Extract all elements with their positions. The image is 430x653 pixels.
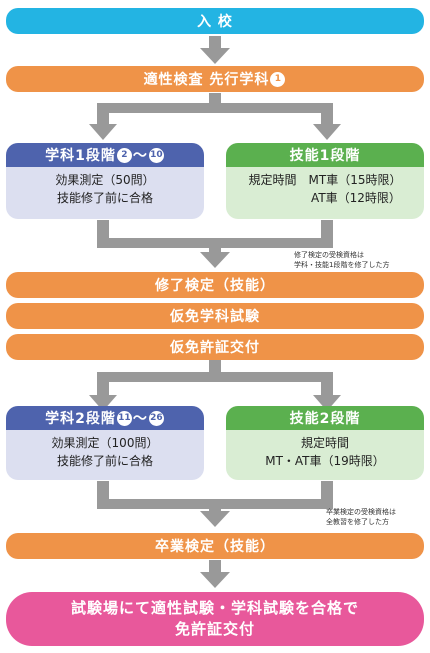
note-line: 修了検定の受検資格は — [294, 251, 364, 259]
skill-stage2-header: 技能2段階 — [226, 406, 424, 430]
entrance-bar: 入 校 — [6, 8, 424, 34]
step-number-badge: 1 — [270, 71, 286, 87]
provisional-skill-test-bar: 修了検定（技能） — [6, 272, 424, 298]
theory-stage2-line: 効果測定（100問） — [51, 436, 159, 450]
graduation-test-label: 卒業検定（技能） — [155, 539, 275, 555]
skill-stage2-line: MT・AT車（19時限） — [265, 454, 385, 468]
step-number-badge: 26 — [148, 410, 164, 426]
skill-stage1-title: 技能1段階 — [289, 148, 361, 164]
range-tilde: 〜 — [132, 148, 148, 164]
range-tilde: 〜 — [132, 411, 148, 427]
skill-stage1-line: AT車（12時限） — [311, 191, 401, 205]
skill-stage2-title: 技能2段階 — [289, 411, 361, 427]
theory-stage2-title: 学科2段階 — [45, 411, 116, 427]
graduation-test-bar: 卒業検定（技能） — [6, 533, 424, 559]
skill-stage2-box: 技能2段階 規定時間 MT・AT車（19時限） — [226, 406, 424, 480]
note-graduation-eligibility: 卒業検定の受検資格は 全教習を修了した方 — [326, 507, 396, 527]
theory-stage1-line: 効果測定（50問） — [55, 173, 155, 187]
step-number-badge: 10 — [148, 147, 164, 163]
skill-stage1-header: 技能1段階 — [226, 143, 424, 167]
license-issue-bar: 試験場にて適性試験・学科試験を合格で 免許証交付 — [6, 592, 424, 646]
skill-stage1-box: 技能1段階 規定時間 MT車（15時限） AT車（12時限） — [226, 143, 424, 219]
step-number-badge: 2 — [116, 147, 132, 163]
theory-stage1-header: 学科1段階 2 〜 10 — [6, 143, 204, 167]
license-issue-line: 免許証交付 — [174, 620, 255, 638]
provisional-license-issue-bar: 仮免許証交付 — [6, 334, 424, 360]
provisional-skill-test-label: 修了検定（技能） — [155, 278, 275, 294]
theory-stage2-line: 技能修了前に合格 — [56, 454, 153, 468]
provisional-theory-test-label: 仮免学科試験 — [170, 309, 260, 325]
theory-stage2-box: 学科2段階 11 〜 26 効果測定（100問） 技能修了前に合格 — [6, 406, 204, 480]
theory-stage1-box: 学科1段階 2 〜 10 効果測定（50問） 技能修了前に合格 — [6, 143, 204, 219]
note-line: 全教習を修了した方 — [326, 518, 389, 526]
note-line: 卒業検定の受検資格は — [326, 508, 396, 516]
theory-stage1-line: 技能修了前に合格 — [56, 191, 153, 205]
license-issue-line: 試験場にて適性試験・学科試験を合格で — [70, 599, 359, 617]
theory-stage2-header: 学科2段階 11 〜 26 — [6, 406, 204, 430]
theory-stage1-title: 学科1段階 — [45, 148, 116, 164]
aptitude-test-bar: 適性検査 先行学科 1 — [6, 66, 424, 92]
provisional-theory-test-bar: 仮免学科試験 — [6, 303, 424, 329]
note-provisional-eligibility: 修了検定の受検資格は 学科・技能1段階を修了した方 — [294, 250, 389, 270]
note-line: 学科・技能1段階を修了した方 — [294, 261, 390, 269]
step-number-badge: 11 — [116, 410, 132, 426]
provisional-license-issue-label: 仮免許証交付 — [170, 340, 260, 356]
skill-stage2-line: 規定時間 — [300, 436, 349, 450]
entrance-label: 入 校 — [197, 14, 233, 30]
skill-stage1-line: 規定時間 MT車（15時限） — [248, 173, 402, 187]
aptitude-test-label: 適性検査 先行学科 — [143, 72, 270, 88]
